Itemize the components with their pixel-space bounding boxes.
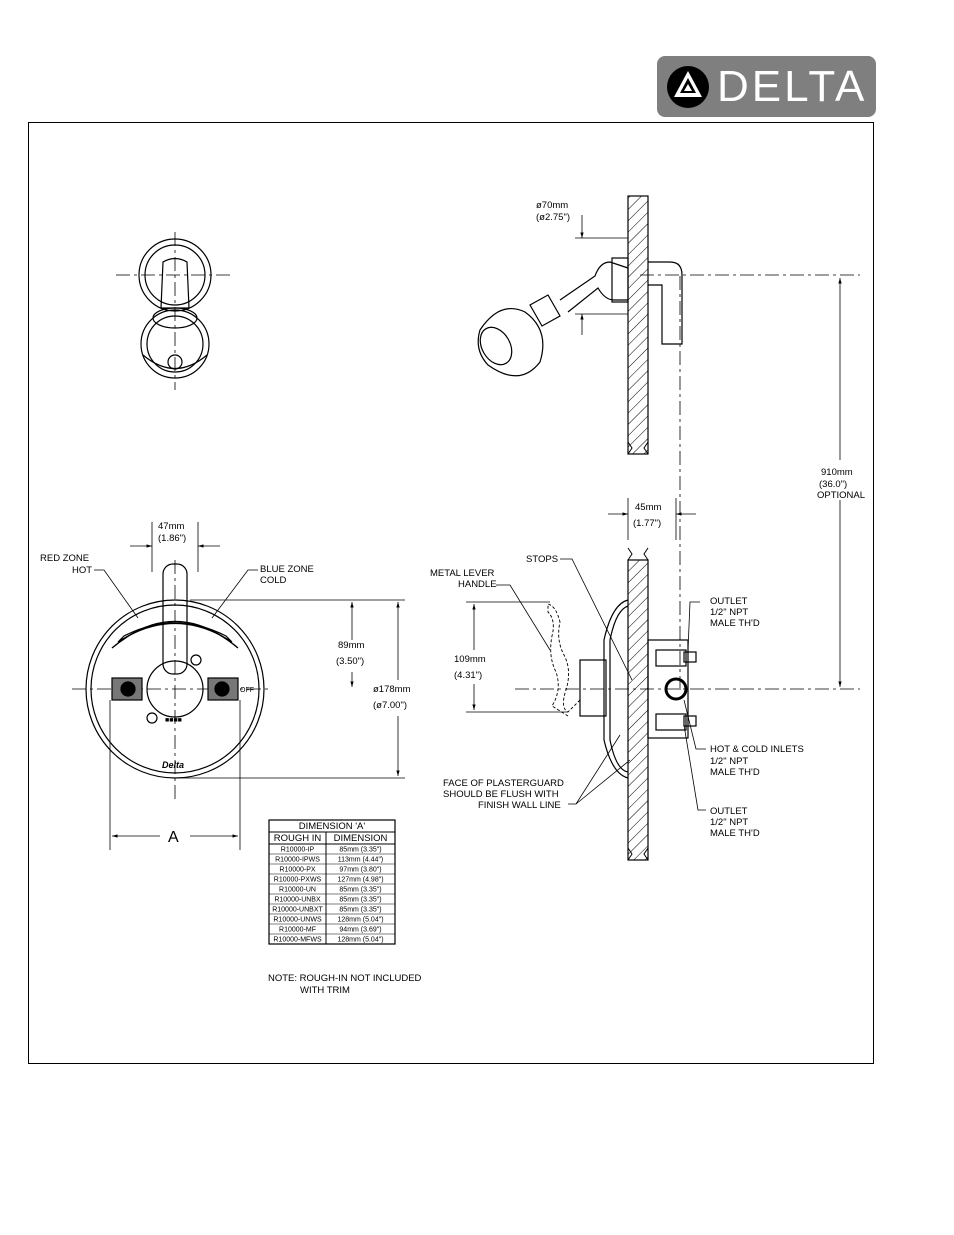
table-row-rough-in: R10000-UNWS (273, 917, 322, 924)
table-title: DIMENSION 'A' (299, 821, 366, 832)
table-row-rough-in: R10000-IP (281, 847, 315, 854)
outlet-top-1: OUTLET (710, 596, 748, 607)
table-row-dimension: 113mm (4.44") (338, 857, 384, 864)
dimension-a-label: A (168, 829, 179, 846)
table-row-dimension: 94mm (3.69") (339, 927, 381, 934)
outlet-bottom-2: 1/2" NPT (710, 817, 748, 828)
up-dim-in: (3.50") (336, 656, 364, 667)
table-row-dimension: 128mm (5.04") (337, 917, 383, 924)
head-dia-mm: ø70mm (536, 200, 568, 211)
table-row-dimension: 85mm (3.35") (339, 907, 381, 914)
outlet-bottom-1: OUTLET (710, 806, 748, 817)
dimension-a-table: DIMENSION 'A'ROUGH IN DIMENSION R10000-IP 8… (268, 819, 396, 945)
table-row-rough-in: R10000-PX (279, 867, 316, 874)
table-header-1: DIMENSION (334, 833, 388, 844)
table-row-rough-in: R10000-MFWS (273, 937, 322, 944)
outlet-top-2: 1/2" NPT (710, 607, 748, 618)
red-zone-label: RED ZONE (40, 553, 89, 564)
note-line-2: WITH TRIM (300, 985, 350, 996)
up-dim-mm: 89mm (338, 640, 364, 651)
stops-label: STOPS (526, 554, 558, 565)
table-row-dimension: 97mm (3.80") (339, 867, 381, 874)
table-row-rough-in: R10000-UNBXT (272, 907, 323, 914)
table-row-rough-in: R10000-UNBX (274, 897, 321, 904)
note-line-1: NOTE: ROUGH-IN NOT INCLUDED (268, 973, 422, 984)
valve-trim-front-view: ■■■■ (72, 522, 405, 850)
trim-dia-in: (ø7.00") (373, 700, 407, 711)
trim-logo: Delta (162, 760, 184, 770)
showerhead-front-view (116, 232, 234, 390)
table-row-dimension: 85mm (3.35") (339, 897, 381, 904)
height-note: OPTIONAL (817, 490, 865, 501)
table-header-0: ROUGH IN (274, 833, 322, 844)
table-row-rough-in: R10000-PXWS (274, 877, 322, 884)
plasterguard-note-3: FINISH WALL LINE (478, 800, 561, 811)
trim-dia-mm: ø178mm (373, 684, 411, 695)
blue-zone-label: BLUE ZONE (260, 564, 314, 575)
table-row-dimension: 127mm (4.98") (337, 877, 383, 884)
delta-triangle-icon (667, 66, 709, 108)
lever-label-1: METAL LEVER (430, 568, 495, 579)
lever-dim-in: (4.31") (454, 670, 482, 681)
lever-label-2: HANDLE (458, 579, 497, 590)
delta-logo: DELTA (657, 56, 876, 117)
table-row-dimension: 85mm (3.35") (339, 887, 381, 894)
head-dia-in: (ø2.75") (536, 212, 570, 223)
outlet-top-3: MALE TH'D (710, 618, 760, 629)
inlets-3: MALE TH'D (710, 767, 760, 778)
handle-width-mm: 47mm (158, 521, 184, 532)
wall-depth-mm: 45mm (635, 502, 661, 513)
table-row-rough-in: R10000-IPWS (275, 857, 320, 864)
cold-label: COLD (260, 575, 287, 586)
table-border (268, 819, 396, 945)
table-row-rough-in: R10000-MF (279, 927, 316, 934)
plasterguard-note-2: SHOULD BE FLUSH WITH (443, 789, 559, 800)
brand-name: DELTA (717, 62, 868, 111)
plasterguard-note-1: FACE OF PLASTERGUARD (443, 778, 564, 789)
table-row-rough-in: R10000-UN (279, 887, 316, 894)
inlets-2: 1/2" NPT (710, 756, 748, 767)
svg-text:■■■■: ■■■■ (165, 717, 182, 724)
valve-side-view (466, 498, 860, 861)
table-row-dimension: 85mm (3.35") (339, 847, 381, 854)
showerhead-side-view (477, 195, 860, 690)
height-in: (36.0") (819, 479, 847, 490)
drawing-frame (28, 122, 874, 1064)
inlets-1: HOT & COLD INLETS (710, 744, 804, 755)
off-label: OFF (240, 687, 254, 694)
hot-label: HOT (72, 565, 92, 576)
outlet-bottom-3: MALE TH'D (710, 828, 760, 839)
table-row-dimension: 128mm (5.04") (337, 937, 383, 944)
handle-width-in: (1.86") (158, 533, 186, 544)
height-mm: 910mm (821, 467, 853, 478)
wall-depth-in: (1.77") (633, 518, 661, 529)
lever-dim-mm: 109mm (454, 654, 486, 665)
